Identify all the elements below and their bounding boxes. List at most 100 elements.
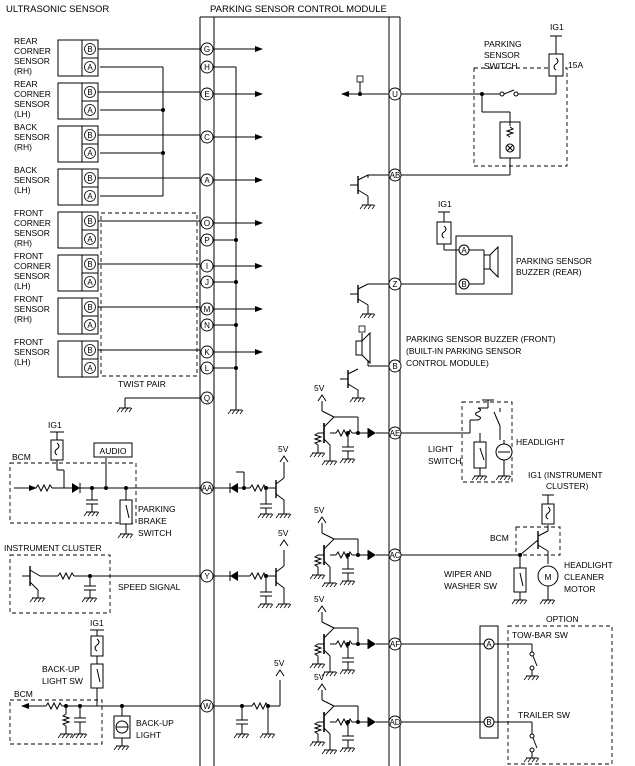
front-buzzer-circuit: PARKING SENSOR BUZZER (FRONT) (BUILT-IN … (340, 325, 556, 403)
sensor-pin: B (87, 260, 92, 269)
sensor-label: CORNER (14, 46, 51, 56)
option-label: OPTION (546, 614, 579, 624)
sensor-label: SENSOR (14, 132, 50, 142)
ww-label-2: WASHER SW (444, 581, 497, 591)
pb-label-1: PARKING (138, 504, 176, 514)
svg-text:AB: AB (390, 171, 401, 180)
sensor-label: FRONT (14, 337, 43, 347)
parking-sensor-switch-circuit: IG1 15A PARKING SENSOR SWITCH (341, 22, 583, 176)
fuse-label: 15A (568, 60, 583, 70)
pin-C: C (200, 130, 214, 144)
pss-label-1: PARKING (484, 39, 522, 49)
sensor-label: (LH) (14, 357, 31, 367)
sensor-pin: B (87, 45, 92, 54)
pin-H: H (200, 60, 214, 74)
pin-w: W (200, 699, 214, 713)
igc-label-1: IG1 (INSTRUMENT (528, 470, 603, 480)
svg-text:H: H (204, 63, 210, 72)
bu-label-1: BACK-UP (42, 664, 80, 674)
buzr-label-1: PARKING SENSOR (516, 256, 592, 266)
pin-z: Z (388, 277, 402, 291)
bu-label-2: LIGHT SW (42, 676, 83, 686)
ic-label: INSTRUMENT CLUSTER (4, 543, 102, 553)
svg-text:W: W (203, 702, 211, 711)
hc-label-2: CLEANER (564, 572, 604, 582)
svg-text:P: P (204, 236, 209, 245)
five-v-label: 5V (314, 505, 325, 515)
pin-A: A (200, 173, 214, 187)
option-pin-a: A (486, 640, 492, 649)
pin-ad: AD (388, 715, 402, 729)
hc-label-1: HEADLIGHT (564, 560, 613, 570)
pin-u: U (388, 87, 402, 101)
pin-arrows (214, 46, 263, 355)
svg-text:B: B (392, 362, 397, 371)
bl-label-2: LIGHT (136, 730, 161, 740)
buzzer-pin-a: A (461, 246, 467, 255)
sensor-label: (LH) (14, 185, 31, 195)
option-box (507, 625, 613, 765)
bcm-left-label: BCM (12, 452, 31, 462)
ab-transistor (350, 174, 389, 210)
sensor-label: FRONT (14, 208, 43, 218)
pin-ac: AC (388, 548, 402, 562)
svg-text:C: C (204, 133, 210, 142)
pin-M: M (200, 302, 214, 316)
rear-buzzer-circuit: A B IG1 PARKING SENSOR BUZZER (REAR) (350, 199, 592, 319)
pin-ae: AE (388, 426, 402, 440)
sensor-group: REARCORNERSENSOR(RH)BAREARCORNERSENSOR(L… (14, 36, 200, 378)
pin-E: E (200, 87, 214, 101)
twist-pair-label: TWIST PAIR (118, 379, 166, 389)
buzr-label-2: BUZZER (REAR) (516, 267, 582, 277)
pin-G: G (200, 42, 214, 56)
ig1-label-backup: IG1 (90, 618, 104, 628)
svg-text:G: G (204, 45, 210, 54)
instrument-cluster-circuit: INSTRUMENT CLUSTER SPEED SIGNAL (4, 543, 200, 614)
sensor-pin: B (87, 131, 92, 140)
stage-0: 5V (309, 383, 389, 466)
sensor-pin: B (87, 303, 92, 312)
option-pin-b: B (486, 718, 491, 727)
sensor-pin: A (87, 364, 93, 373)
pin-I: I (200, 259, 214, 273)
pin-af: AF (388, 637, 402, 651)
buzzer-pin-b: B (461, 280, 466, 289)
sensor-label: (RH) (14, 142, 32, 152)
sensor-label: SENSOR (14, 271, 50, 281)
headlight-circuit: HEADLIGHT LIGHT SWITCH (400, 399, 565, 483)
sensor-label: BACK (14, 165, 37, 175)
ultrasonic-sensor-header: ULTRASONIC SENSOR (6, 4, 109, 15)
sensor-label: (LH) (14, 281, 31, 291)
svg-text:Z: Z (393, 280, 398, 289)
igc-label-2: CLUSTER) (546, 481, 589, 491)
sensor-label: CORNER (14, 261, 51, 271)
bcm-right-box (515, 526, 561, 556)
ls-label-1: LIGHT (428, 444, 453, 454)
sensor-pin: B (87, 88, 92, 97)
five-v-aa: 5V (278, 444, 289, 454)
sensor-pin: A (87, 149, 93, 158)
pin-K: K (200, 345, 214, 359)
bcm-left-box (9, 462, 137, 524)
sensor-label: SENSOR (14, 56, 50, 66)
control-module-box (199, 16, 401, 766)
bcm-parking-brake-circuit: BCM IG1 AUDIO PARKING BRAKE SWITCH (9, 420, 200, 539)
sensor-pin: A (87, 192, 93, 201)
buzf-label-2: (BUILT-IN PARKING SENSOR (406, 346, 521, 356)
motor-m-label: M (544, 572, 551, 582)
sensor-label: (RH) (14, 66, 32, 76)
trailer-label: TRAILER SW (518, 710, 570, 720)
sensor-label: SENSOR (14, 99, 50, 109)
ig1-label-top: IG1 (550, 22, 564, 32)
pb-label-3: SWITCH (138, 528, 172, 538)
pb-label-2: BRAKE (138, 516, 167, 526)
pin-y: Y (200, 569, 214, 583)
sensor-label: (LH) (14, 109, 31, 119)
pin-N: N (200, 318, 214, 332)
pin-O: O (200, 216, 214, 230)
bcm-right-label: BCM (490, 533, 509, 543)
pin-L: L (200, 361, 214, 375)
